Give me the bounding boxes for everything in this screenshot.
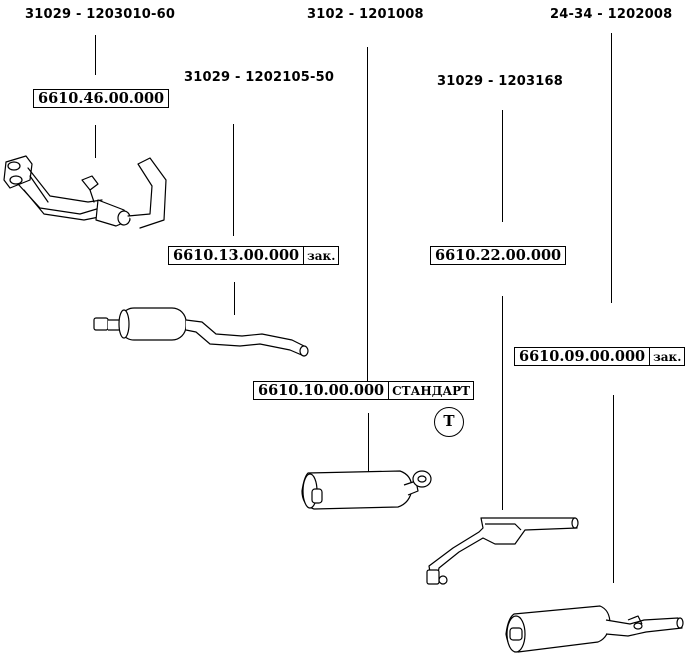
leader-line-resonator-bottom (234, 282, 235, 315)
part-number-intermediate-pipe[interactable]: 6610.22.00.000 (430, 246, 567, 265)
intake-pipe-drawing (3, 155, 167, 229)
t-badge: T (434, 407, 464, 437)
front-resonator-drawing (93, 307, 309, 357)
oem-label-rear-muffler: 24-34 - 1202008 (550, 7, 673, 22)
oem-label-main-muffler: 3102 - 1201008 (307, 7, 424, 22)
oem-label-resonator-front: 31029 - 1202105-50 (184, 70, 335, 85)
part-note: СТАНДАРТ (388, 382, 473, 399)
leader-line-rear-bottom (613, 395, 614, 583)
main-muffler-drawing (301, 470, 432, 510)
rear-muffler-drawing (505, 605, 684, 653)
part-code: 6610.46.00.000 (38, 90, 165, 107)
part-code: 6610.22.00.000 (435, 247, 562, 264)
intermediate-pipe-drawing (426, 517, 579, 585)
leader-line-intake-top (95, 35, 96, 75)
leader-line-rear-top (611, 33, 612, 303)
part-number-resonator-front[interactable]: 6610.13.00.000 зак. (168, 246, 340, 265)
part-code: 6610.09.00.000 (519, 348, 646, 365)
leader-line-intake-bottom (95, 125, 96, 158)
leader-line-intermediate-top (502, 110, 503, 222)
oem-label-intake-pipe: 31029 - 1203010-60 (25, 7, 176, 22)
part-note: зак. (303, 247, 338, 264)
part-number-main-muffler[interactable]: 6610.10.00.000 СТАНДАРТ (253, 381, 475, 400)
part-code: 6610.10.00.000 (258, 382, 385, 399)
leader-line-intermediate-bottom (502, 296, 503, 510)
oem-label-intermediate-pipe: 31029 - 1203168 (437, 74, 563, 89)
part-note: зак. (649, 348, 684, 365)
leader-line-main-bottom (368, 413, 369, 473)
part-code: 6610.13.00.000 (173, 247, 300, 264)
leader-line-resonator-top (233, 124, 234, 236)
part-number-rear-muffler[interactable]: 6610.09.00.000 зак. (514, 347, 686, 366)
part-number-intake-pipe[interactable]: 6610.46.00.000 (33, 89, 170, 108)
leader-line-main-top (367, 47, 368, 381)
